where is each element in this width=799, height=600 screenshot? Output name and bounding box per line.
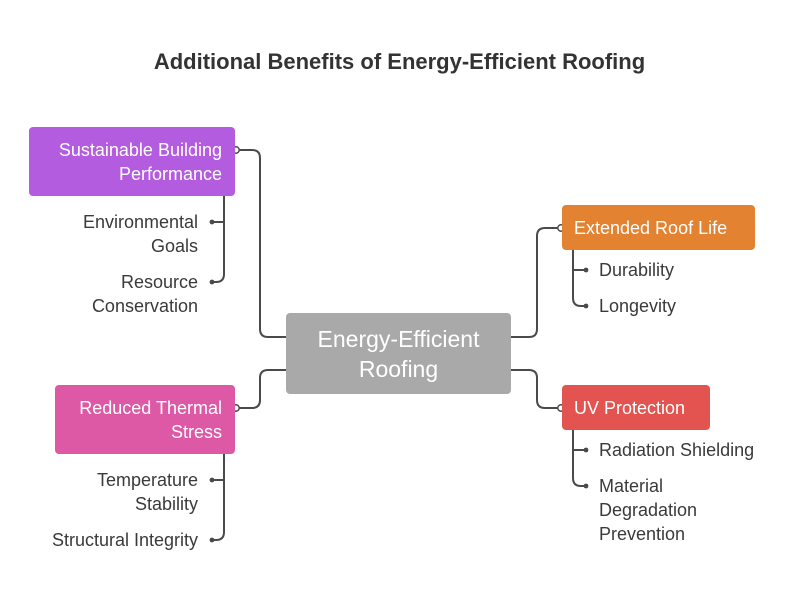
node-reduced-thermal-stress: Reduced Thermal Stress [55,385,235,454]
leaf-dot [209,477,215,483]
connector-uv-leaves [572,429,586,487]
leaf-material-degradation-prevention: Material Degradation Prevention [599,476,698,544]
leaf-environmental-goals: Environmental Goals [82,212,198,256]
connector-roof-leaves [572,249,586,307]
leaf-dot [583,483,589,489]
diagram-title: Additional Benefits of Energy-Efficient … [153,49,646,74]
node-label: Extended Roof Life [574,217,728,238]
leaf-dot [583,267,589,273]
leaf-dot [209,537,215,543]
leaf-dot [583,447,589,453]
node-label: Sustainable Building Performance [58,139,222,184]
leaf-structural-integrity: Structural Integrity [51,530,198,550]
connector-uv-center [510,369,558,409]
node-uv-protection: UV Protection [562,385,710,430]
node-label: Reduced Thermal Stress [79,397,222,442]
leaf-longevity: Longevity [599,296,677,316]
connector-sustainable-center [239,149,287,338]
connector-roof-center [510,227,558,338]
node-center-energy-efficient-roofing: Energy-Efficient Roofing [286,313,511,394]
connector-thermal-center [239,369,287,409]
leaf-resource-conservation: Resource Conservation [91,272,198,316]
leaf-dot [209,279,215,285]
leaf-durability: Durability [599,260,675,280]
node-label: UV Protection [574,397,686,418]
leaf-radiation-shielding: Radiation Shielding [599,440,755,460]
node-sustainable-building-performance: Sustainable Building Performance [29,127,235,196]
leaf-dot [583,303,589,309]
leaf-dot [209,219,215,225]
node-extended-roof-life: Extended Roof Life [562,205,755,250]
connector-thermal-leaves [212,453,225,541]
node-label: Energy-Efficient Roofing [317,325,480,382]
connector-sustainable-leaves [212,195,225,283]
leaf-temperature-stability: Temperature Stability [96,470,198,514]
